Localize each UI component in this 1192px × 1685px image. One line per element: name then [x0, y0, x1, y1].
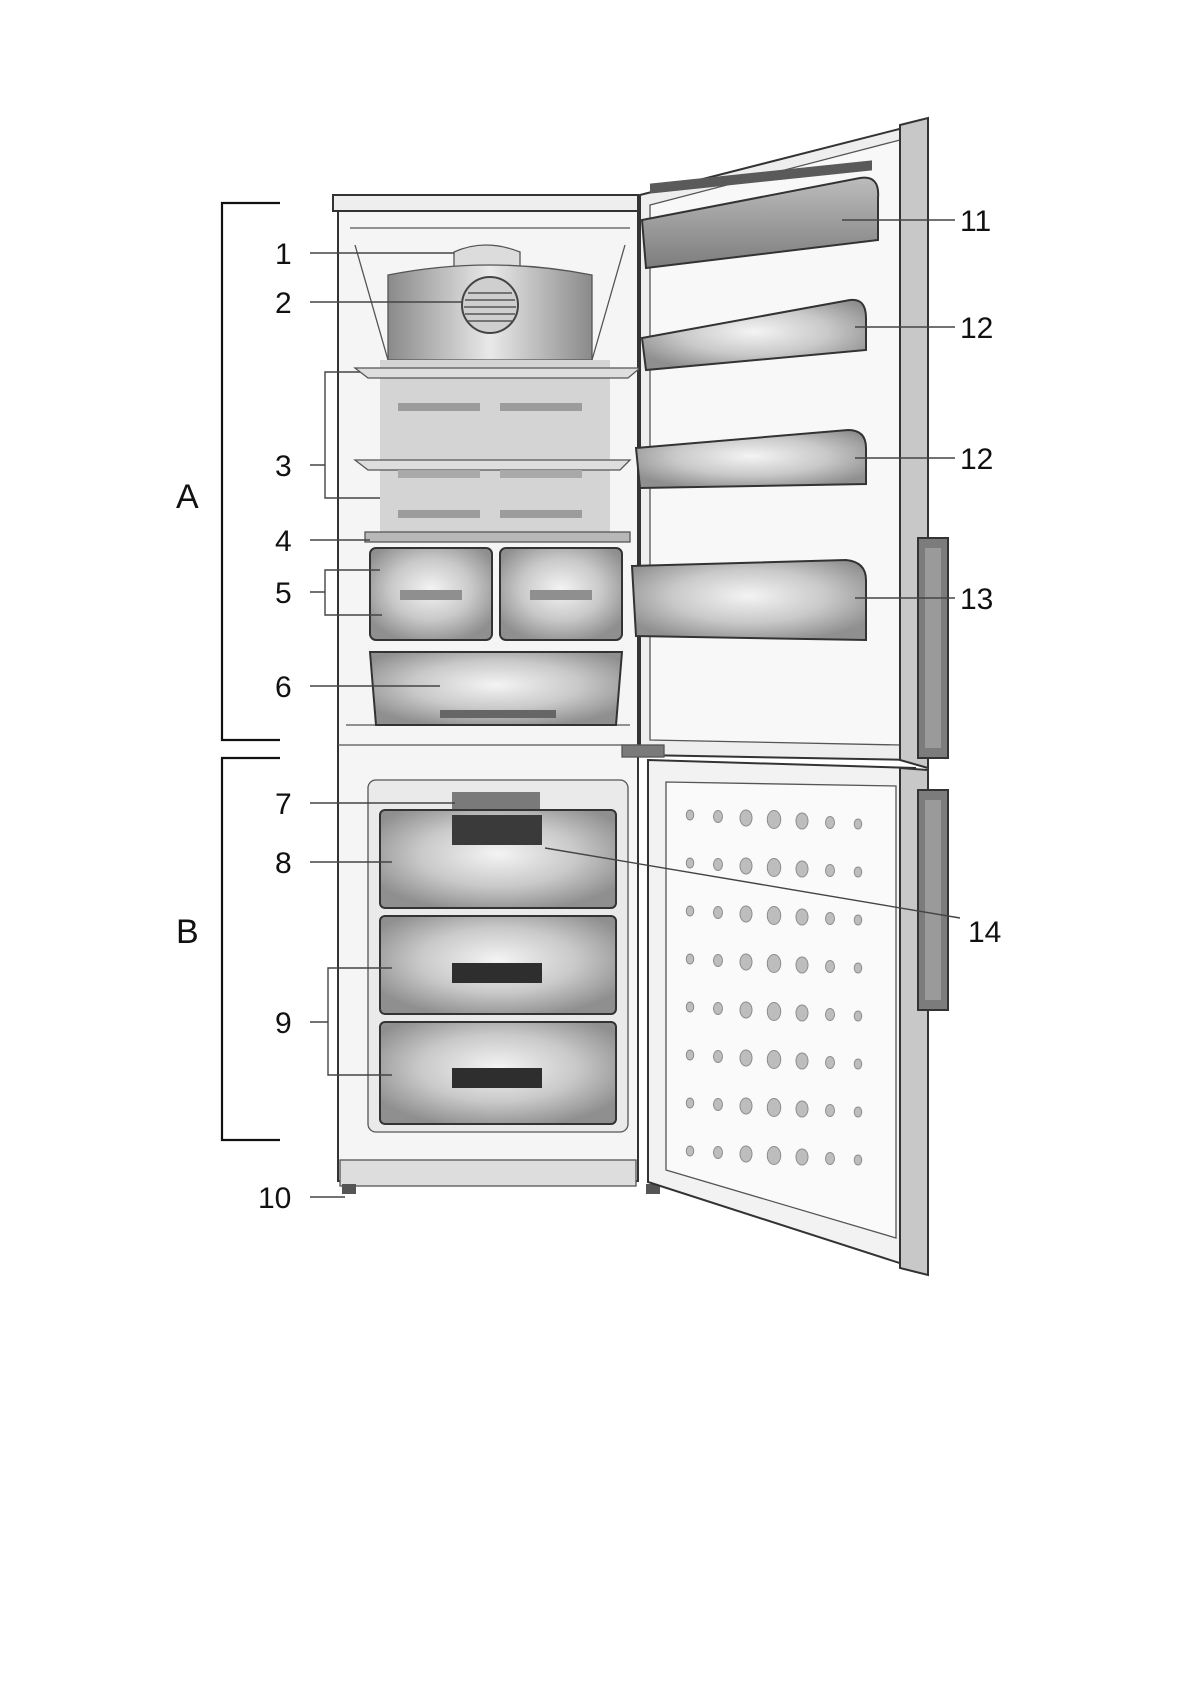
- door-dimple: [740, 858, 752, 874]
- door-dimple: [826, 913, 835, 925]
- callout-4: 4: [275, 525, 292, 558]
- door-dimple: [686, 1050, 694, 1060]
- door-dimple: [740, 906, 752, 922]
- door-dimple: [686, 858, 694, 868]
- door-dimple: [767, 811, 781, 829]
- freezer-drawer-top: [380, 810, 616, 908]
- chiller-compartment: [370, 652, 622, 725]
- door-dimple: [826, 817, 835, 829]
- door-dimple: [714, 1051, 723, 1063]
- door-dimple: [714, 811, 723, 823]
- door-dimple: [796, 1053, 808, 1069]
- callout-14: 14: [968, 916, 1001, 949]
- freezer-compartment: [368, 780, 628, 1132]
- callout-6: 6: [275, 671, 292, 704]
- door-dimple: [796, 1005, 808, 1021]
- door-dimple: [686, 810, 694, 820]
- callout-12-lower: 12: [960, 443, 993, 476]
- crisper-cover: [365, 532, 630, 542]
- door-dimple: [686, 1002, 694, 1012]
- door-dimple: [740, 1002, 752, 1018]
- door-dimple: [796, 1149, 808, 1165]
- door-handle-upper: [918, 538, 948, 758]
- door-dimple: [826, 1153, 835, 1165]
- door-dimple: [854, 1155, 862, 1165]
- section-label-b: B: [176, 913, 199, 951]
- callout-10: 10: [258, 1182, 291, 1215]
- door-dimple: [714, 955, 723, 967]
- door-dimple: [854, 963, 862, 973]
- door-hinge: [622, 745, 664, 757]
- section-label-a: A: [176, 478, 199, 516]
- door-dimple: [686, 954, 694, 964]
- door-dimple: [796, 813, 808, 829]
- door-dimple: [767, 1099, 781, 1117]
- door-dimple: [854, 867, 862, 877]
- door-dimple: [740, 1146, 752, 1162]
- callout-12-upper: 12: [960, 312, 993, 345]
- door-dimple: [826, 1105, 835, 1117]
- door-dimple: [854, 1107, 862, 1117]
- door-dimple: [714, 1099, 723, 1111]
- door-dimple: [767, 907, 781, 925]
- door-dimple: [826, 961, 835, 973]
- callout-9: 9: [275, 1007, 292, 1040]
- door-dimple: [767, 859, 781, 877]
- door-bottle-rack: [632, 560, 866, 640]
- callout-11: 11: [960, 205, 991, 238]
- callout-7: 7: [275, 788, 292, 821]
- door-dimple: [740, 1098, 752, 1114]
- door-dimple: [796, 1101, 808, 1117]
- door-dimple: [767, 955, 781, 973]
- door-dimple: [714, 1003, 723, 1015]
- door-dimple: [714, 907, 723, 919]
- freezer-drawer-middle: [380, 916, 616, 1014]
- fridge-shelves: [355, 360, 640, 535]
- door-dimple: [740, 1050, 752, 1066]
- freezer-door: [648, 760, 948, 1275]
- door-dimple: [854, 819, 862, 829]
- callout-5: 5: [275, 577, 292, 610]
- section-brackets: [222, 203, 280, 1140]
- door-dimple: [854, 915, 862, 925]
- door-dimple: [686, 1098, 694, 1108]
- callout-2: 2: [275, 287, 292, 320]
- door-dimple: [796, 957, 808, 973]
- callout-1: 1: [275, 238, 292, 271]
- freezer-drawer-bottom: [380, 1022, 616, 1124]
- door-dimple: [796, 909, 808, 925]
- door-dimple: [767, 1003, 781, 1021]
- door-dimple: [826, 865, 835, 877]
- door-dimple: [854, 1011, 862, 1021]
- door-dimple: [767, 1051, 781, 1069]
- door-dimple: [714, 859, 723, 871]
- door-dimple: [826, 1057, 835, 1069]
- callout-13: 13: [960, 583, 993, 616]
- door-dimple: [854, 1059, 862, 1069]
- door-dimple: [767, 1147, 781, 1165]
- callout-8: 8: [275, 847, 292, 880]
- door-dimple: [796, 861, 808, 877]
- door-dimple: [826, 1009, 835, 1021]
- callout-3: 3: [275, 450, 292, 483]
- door-dimple: [686, 906, 694, 916]
- door-dimple: [714, 1147, 723, 1159]
- door-dimple: [740, 954, 752, 970]
- door-handle-lower: [918, 790, 948, 1010]
- door-dimple: [740, 810, 752, 826]
- door-dimple: [686, 1146, 694, 1156]
- fridge-door: [632, 118, 948, 768]
